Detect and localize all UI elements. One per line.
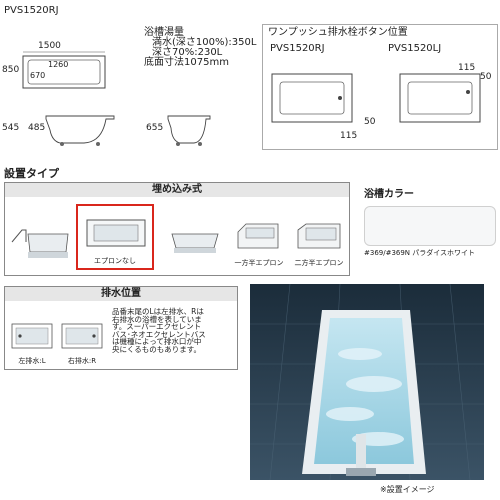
drain-note-line: は機種によって排水口が中 [112, 337, 202, 346]
install-type-highlight [76, 204, 154, 270]
install-title: 設置タイプ [4, 167, 59, 180]
install-type-3-image [171, 233, 219, 253]
drain-right-icon [61, 323, 103, 349]
drain-note-line: 品番末尾のLは左排水、Rは [112, 307, 204, 316]
install-type-4-caption: 一方半エプロン [234, 259, 284, 267]
drain-button-panel [262, 24, 498, 150]
capacity-bottom: 底面寸法1075mm [144, 57, 229, 68]
drain-left-diagram [399, 73, 481, 123]
capacity-full: 満水(深さ100%):350L [152, 37, 257, 48]
drain-l-dim-b: 50 [480, 72, 492, 82]
drain-r-dim-b: 115 [340, 131, 358, 141]
dim-height-label: 850 [2, 65, 20, 75]
drain-note: 品番末尾のLは左排水、Rは 右排水の浴槽を表していま す。スーパーエクセレント … [112, 308, 206, 353]
drain-left-model: PVS1520LJ [388, 43, 442, 54]
dim-width-label: 1500 [38, 41, 61, 51]
install-type-2-caption: エプロンなし [94, 257, 136, 265]
dim-inner-width: 670 [30, 71, 46, 80]
drain-note-line: す。スーパーエクセレント [112, 322, 202, 331]
color-name: #369/#369N パラダイスホワイト [364, 249, 476, 257]
drain-button-title: ワンプッシュ排水栓ボタン位置 [268, 27, 408, 38]
drain-right-diagram [271, 73, 353, 123]
drain-right-caption: 右排水:R [67, 357, 97, 365]
bathtub-top-view [22, 51, 106, 89]
install-type-5-caption: 二方半エプロン [294, 259, 344, 267]
bathtub-side-view [45, 115, 115, 146]
capacity-seventy: 深さ70%:230L [152, 47, 223, 58]
drain-right-model: PVS1520RJ [270, 43, 325, 54]
drain-note-line: 右排水の浴槽を表していま [112, 314, 202, 324]
bathtub-end-view [167, 115, 211, 146]
dim-end-height: 655 [146, 123, 164, 133]
install-type-5-image [297, 223, 341, 249]
drain-l-dim-a: 115 [458, 63, 476, 73]
drain-note-line: バス･ネオエクセレントバス [112, 329, 206, 339]
drain-panel [4, 286, 238, 370]
drain-r-dim-a: 50 [364, 117, 376, 127]
dim-side-floor: 485 [28, 123, 46, 133]
color-swatch [364, 206, 496, 246]
dim-side-height: 545 [2, 123, 20, 133]
capacity-title: 浴槽湯量 [144, 27, 184, 38]
drain-left-icon [11, 323, 53, 349]
install-panel [4, 182, 350, 276]
install-type-4-image [237, 223, 279, 249]
drain-note-line: 央にくるものもあります。 [112, 344, 201, 354]
photo-caption: ※設置イメージ [380, 485, 435, 494]
drain-header: 排水位置 [5, 287, 237, 301]
install-type-2-image [86, 219, 146, 247]
capacity-block: 浴槽湯量 満水(深さ100%):350L 深さ70%:230L 底面寸法1075… [144, 28, 256, 68]
drain-left-caption: 左排水:L [18, 357, 46, 365]
installation-photo [250, 284, 484, 480]
install-header: 埋め込み式 [5, 183, 349, 197]
model-title: PVS1520RJ [4, 5, 59, 16]
color-title: 浴槽カラー [364, 189, 414, 200]
install-type-1-image [11, 229, 69, 258]
dim-inner-length: 1260 [48, 60, 69, 69]
